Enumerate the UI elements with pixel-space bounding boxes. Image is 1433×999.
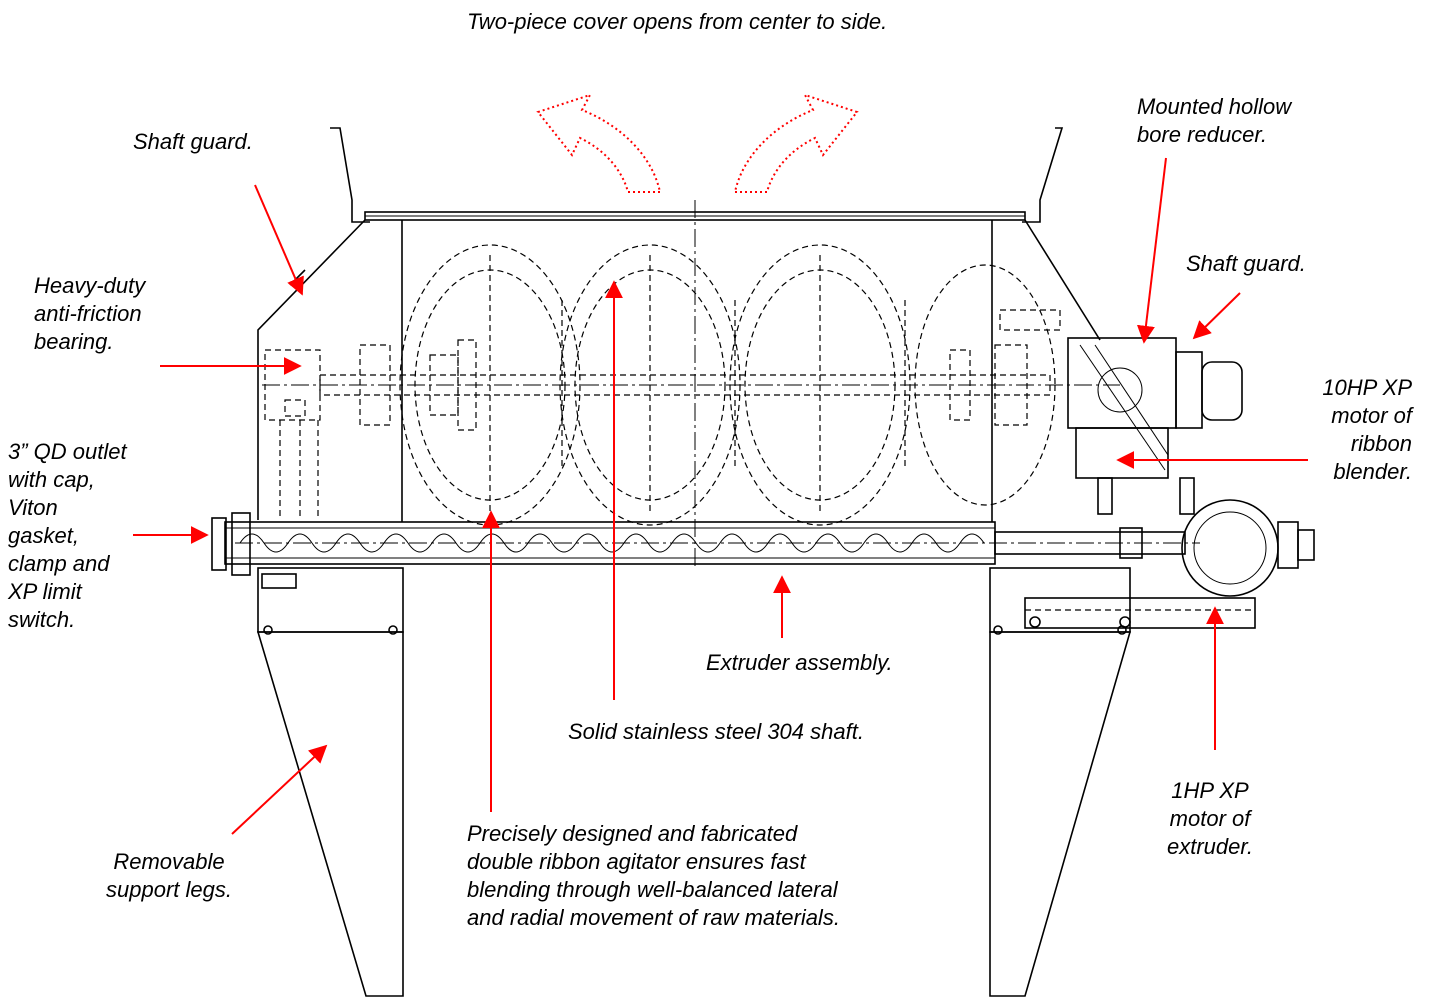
- ribbon-motor: [1175, 351, 1243, 429]
- label-outlet: 3” QD outlet with cap, Viton gasket, cla…: [8, 439, 127, 632]
- cover-open-arrow-left: [536, 93, 662, 193]
- label-cover: Two-piece cover opens from center to sid…: [467, 9, 888, 34]
- label-shaft-guard-right: Shaft guard.: [1186, 251, 1306, 276]
- support-legs: [256, 625, 1132, 997]
- label-support-legs: Removable support legs.: [106, 849, 232, 902]
- label-reducer: Mounted hollow bore reducer.: [1137, 94, 1292, 147]
- label-extruder-motor: 1HP XP motor of extruder.: [1167, 778, 1254, 859]
- cover-open-arrow-right: [733, 93, 859, 193]
- label-bearing: Heavy-duty anti-friction bearing.: [34, 273, 146, 354]
- blender-body: [211, 127, 1315, 633]
- leader-arrows: [133, 157, 1308, 835]
- label-ribbon-agitator: Precisely designed and fabricated double…: [467, 821, 840, 930]
- hollow-bore-reducer: [999, 309, 1195, 515]
- label-ribbon-motor: 10HP XP motor of ribbon blender.: [1322, 375, 1412, 484]
- label-shaft-guard-left: Shaft guard.: [133, 129, 253, 154]
- extruder-motor: [1181, 499, 1315, 597]
- label-shaft: Solid stainless steel 304 shaft.: [568, 719, 864, 744]
- label-extruder: Extruder assembly.: [706, 650, 893, 675]
